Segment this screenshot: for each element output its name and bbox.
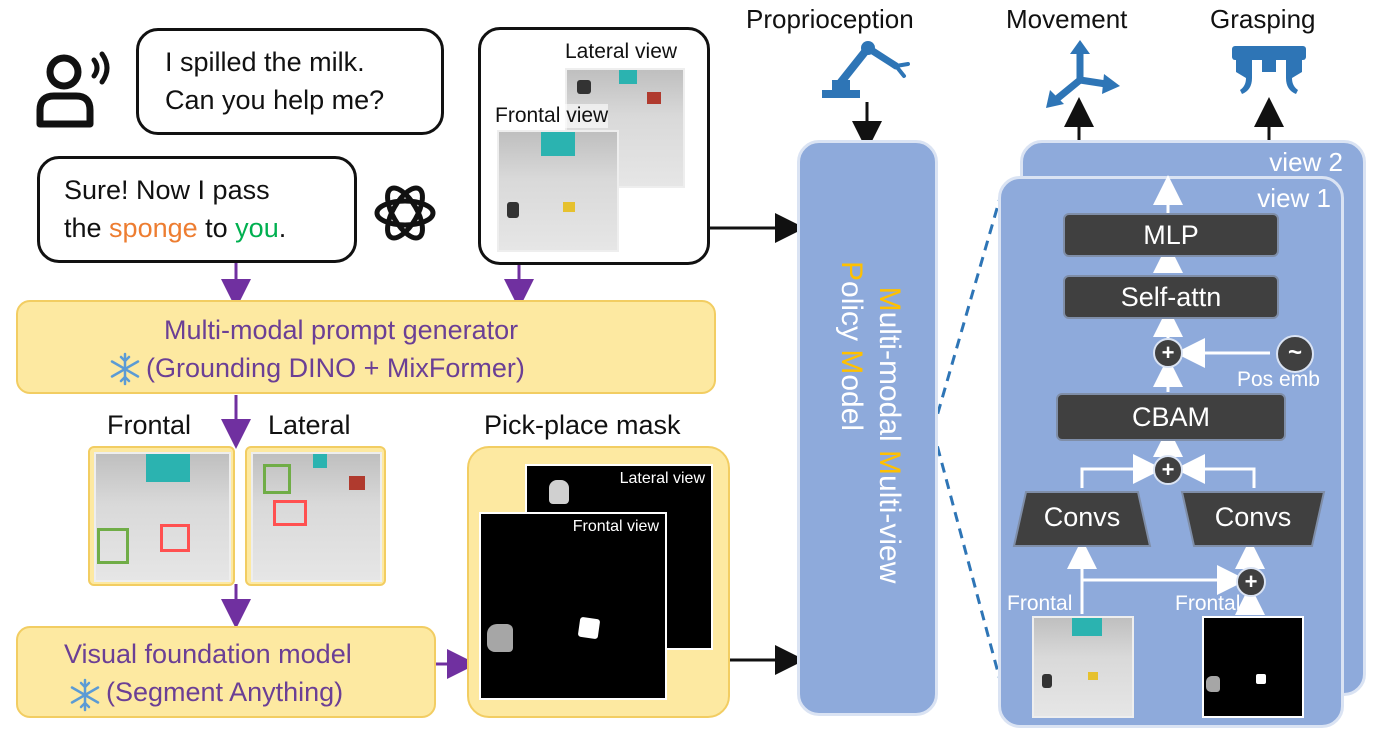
- robot-gripper: [541, 132, 575, 156]
- sponge-object: [563, 202, 575, 212]
- foundation-model-box: Visual foundation model (Segment Anythin…: [16, 626, 436, 718]
- pos-emb-node: ~: [1276, 335, 1314, 373]
- pos-emb-label: Pos emb: [1237, 368, 1320, 391]
- frontal-detection-label: Frontal: [107, 410, 192, 440]
- add-node-posemb: +: [1153, 338, 1183, 368]
- pick-place-mask-title: Pick-place mask: [484, 410, 681, 440]
- snowflake-icon: [108, 352, 142, 386]
- camera-views-card: Lateral view Frontal view: [478, 27, 710, 265]
- frontal-mask: Frontal view: [479, 512, 667, 700]
- self-attn-block: Self-attn: [1063, 275, 1279, 319]
- target-word: you: [235, 213, 279, 243]
- user-speech-line2: Can you help me?: [165, 85, 385, 115]
- grasping-label: Grasping: [1210, 4, 1316, 34]
- convs-left-block: Convs: [1012, 490, 1152, 548]
- add-node-fusion: +: [1153, 455, 1183, 485]
- snowflake-icon: [68, 678, 102, 712]
- sponge-object: [1088, 672, 1098, 680]
- axes-icon: [1044, 40, 1120, 110]
- policy-model-box: Multi-modal Multi-view Policy Model: [797, 140, 938, 716]
- frontal-mask-input: [1202, 616, 1304, 718]
- add-node-mask: +: [1236, 567, 1266, 597]
- sponge-bbox: [160, 524, 190, 552]
- frontal-mask-label: Frontal view: [572, 518, 659, 535]
- sponge-bbox: [273, 500, 307, 526]
- frontal-input-photo: [1032, 616, 1134, 718]
- assistant-line2-prefix: the: [64, 213, 110, 243]
- lateral-detection-photo: [251, 452, 382, 582]
- proprioception-label: Proprioception: [746, 4, 914, 34]
- robot-arm-icon: [818, 38, 914, 100]
- frontal-input-pick-mask: [1206, 676, 1220, 692]
- robot-gripper: [146, 454, 190, 482]
- arrow-convs-left-to-plus: [1080, 454, 1163, 488]
- lateral-detection-label: Lateral: [268, 410, 351, 440]
- frontal-pick-mask: [487, 624, 513, 652]
- convs-right-block: Convs: [1180, 490, 1326, 548]
- movement-label: Movement: [1006, 4, 1128, 34]
- frontal-detection-photo: [94, 452, 231, 582]
- foundation-model-subtitle: (Segment Anything): [106, 677, 344, 707]
- prompt-generator-box: Multi-modal prompt generator (Grounding …: [16, 300, 716, 394]
- frontal-detection-card: [88, 446, 235, 586]
- lateral-mask-label: Lateral view: [619, 470, 705, 487]
- frontal-view-photo: [497, 130, 619, 252]
- lateral-pick-mask: [549, 480, 569, 504]
- speaking-person-icon: [36, 48, 118, 130]
- user-speech-bubble: I spilled the milk. Can you help me?: [136, 28, 444, 135]
- assistant-speech-line2: the sponge to you.: [64, 209, 286, 247]
- cube-object: [349, 476, 365, 490]
- frontal-input-place-mask: [1256, 674, 1266, 684]
- frontal-mask-input-label: Frontal: [1175, 592, 1241, 615]
- convs-left-label: Convs: [1043, 502, 1121, 532]
- prompt-generator-title: Multi-modal prompt generator: [164, 315, 519, 345]
- pick-place-mask-card: Lateral view Frontal view: [467, 446, 730, 718]
- lateral-detection-card: [245, 446, 386, 586]
- penguin-bbox: [97, 528, 129, 564]
- penguin-bbox: [263, 464, 291, 494]
- assistant-speech-line1: Sure! Now I pass: [64, 175, 270, 205]
- robot-gripper: [313, 454, 327, 468]
- penguin-object: [507, 202, 519, 218]
- foundation-model-title: Visual foundation model: [64, 639, 352, 669]
- assistant-speech-bubble: Sure! Now I pass the sponge to you.: [37, 156, 357, 263]
- robot-gripper: [619, 70, 637, 84]
- lateral-view-label: Lateral view: [565, 40, 678, 63]
- robot-gripper: [1072, 618, 1102, 636]
- prompt-generator-subtitle: (Grounding DINO + MixFormer): [146, 353, 525, 383]
- zoom-line-top: [931, 197, 1002, 431]
- view1-label: view 1: [1257, 183, 1331, 213]
- gripper-icon: [1230, 42, 1308, 96]
- view2-label: view 2: [1269, 147, 1343, 177]
- arrow-convs-right-to-plus: [1175, 454, 1256, 488]
- cube-object: [647, 92, 661, 104]
- assistant-line2-suffix: .: [278, 213, 287, 243]
- frontal-view-label: Frontal view: [495, 104, 609, 128]
- penguin-object: [1042, 674, 1052, 688]
- assistant-line2-mid: to: [197, 213, 236, 243]
- openai-icon: [370, 178, 440, 248]
- cbam-block: CBAM: [1056, 393, 1286, 441]
- object-word: sponge: [109, 213, 198, 243]
- convs-right-label: Convs: [1214, 502, 1292, 532]
- frontal-input-label: Frontal: [1007, 592, 1073, 615]
- user-speech-line1: I spilled the milk.: [165, 47, 365, 77]
- mlp-block: MLP: [1063, 213, 1279, 257]
- zoom-line-bottom: [931, 429, 1002, 681]
- penguin-object: [577, 80, 591, 94]
